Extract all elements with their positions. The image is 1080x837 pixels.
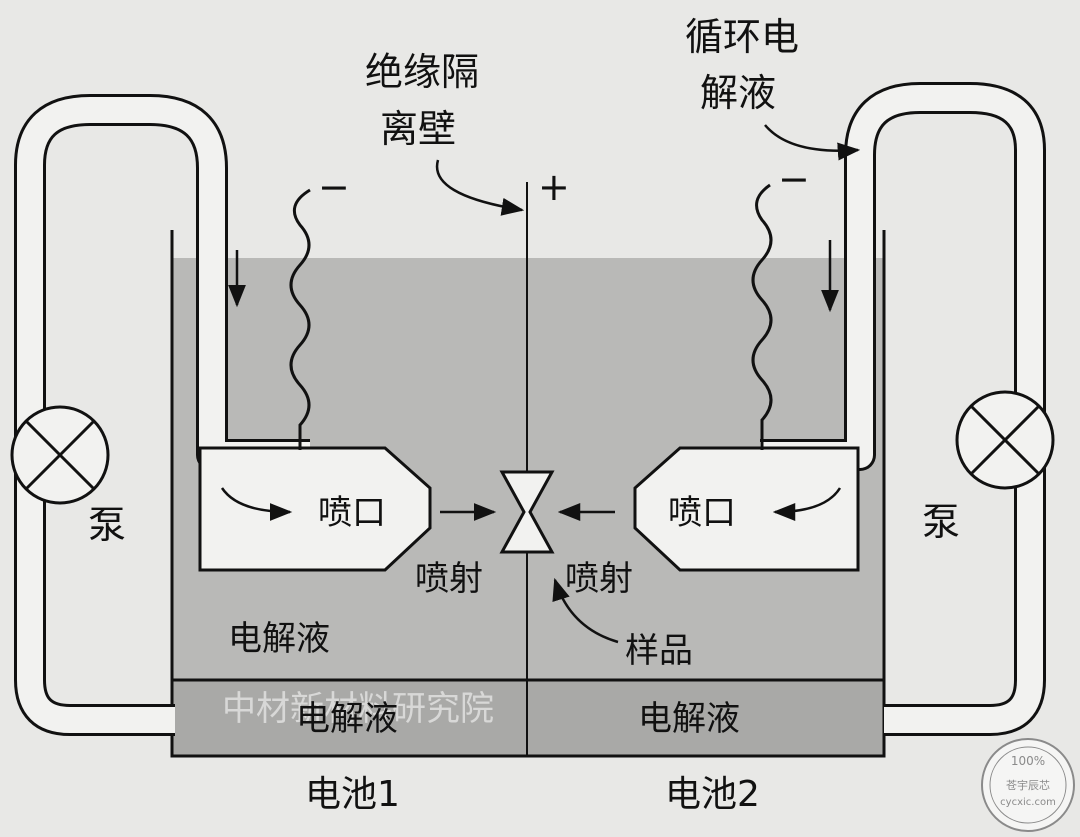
cathode-wire-right: [751, 183, 773, 450]
cathode-wire-left: [289, 188, 311, 450]
stamp-middle: 苍宇辰芯: [1006, 778, 1050, 792]
cell2-label: 电池2: [665, 774, 760, 815]
minus-right-label: −: [778, 157, 810, 201]
circulation-pointer: [764, 124, 861, 161]
stamp-badge: 100% 苍宇辰芯 cycxic.com: [981, 738, 1075, 832]
sample-pointer: [552, 577, 619, 644]
flow-arrow-curve-left: [220, 487, 293, 521]
sample-specimen: [499, 470, 555, 554]
minus-left-label: −: [318, 165, 350, 209]
nozzle-left: [198, 446, 432, 572]
cell1-label: 电池1: [305, 774, 400, 815]
nozzle-right: [633, 446, 860, 572]
spray-left-label: 喷射: [415, 559, 483, 599]
circulating-label-1: 循环电: [685, 15, 799, 59]
wall-pointer: [435, 159, 525, 216]
pump-right-icon: [955, 390, 1055, 490]
stamp-bottom: cycxic.com: [1000, 797, 1056, 808]
circulating-label-2: 解液: [700, 71, 776, 115]
stamp-top: 100%: [1011, 754, 1045, 768]
pump-left-label: 泵: [88, 503, 126, 547]
electrolyte-upper-label: 电解液: [228, 619, 330, 659]
spray-right-label: 喷射: [565, 559, 633, 599]
electrolyte-bottom-right-label: 电解液: [638, 699, 740, 739]
electrolyte-bottom-left-label: 电解液: [296, 699, 398, 739]
watermark: 中材新材料研究院: [222, 689, 494, 729]
pump-right-label: 泵: [922, 500, 960, 544]
insulating-wall-label-1: 绝缘隔: [365, 50, 479, 94]
plus-label: +: [538, 165, 570, 209]
pump-left-icon: [10, 405, 110, 505]
insulating-wall-label-2: 离壁: [380, 107, 456, 151]
flow-arrow-curve-right: [772, 487, 842, 521]
nozzle-left-label: 喷口: [318, 493, 386, 533]
sample-label: 样品: [625, 631, 693, 671]
nozzle-right-label: 喷口: [668, 493, 736, 533]
